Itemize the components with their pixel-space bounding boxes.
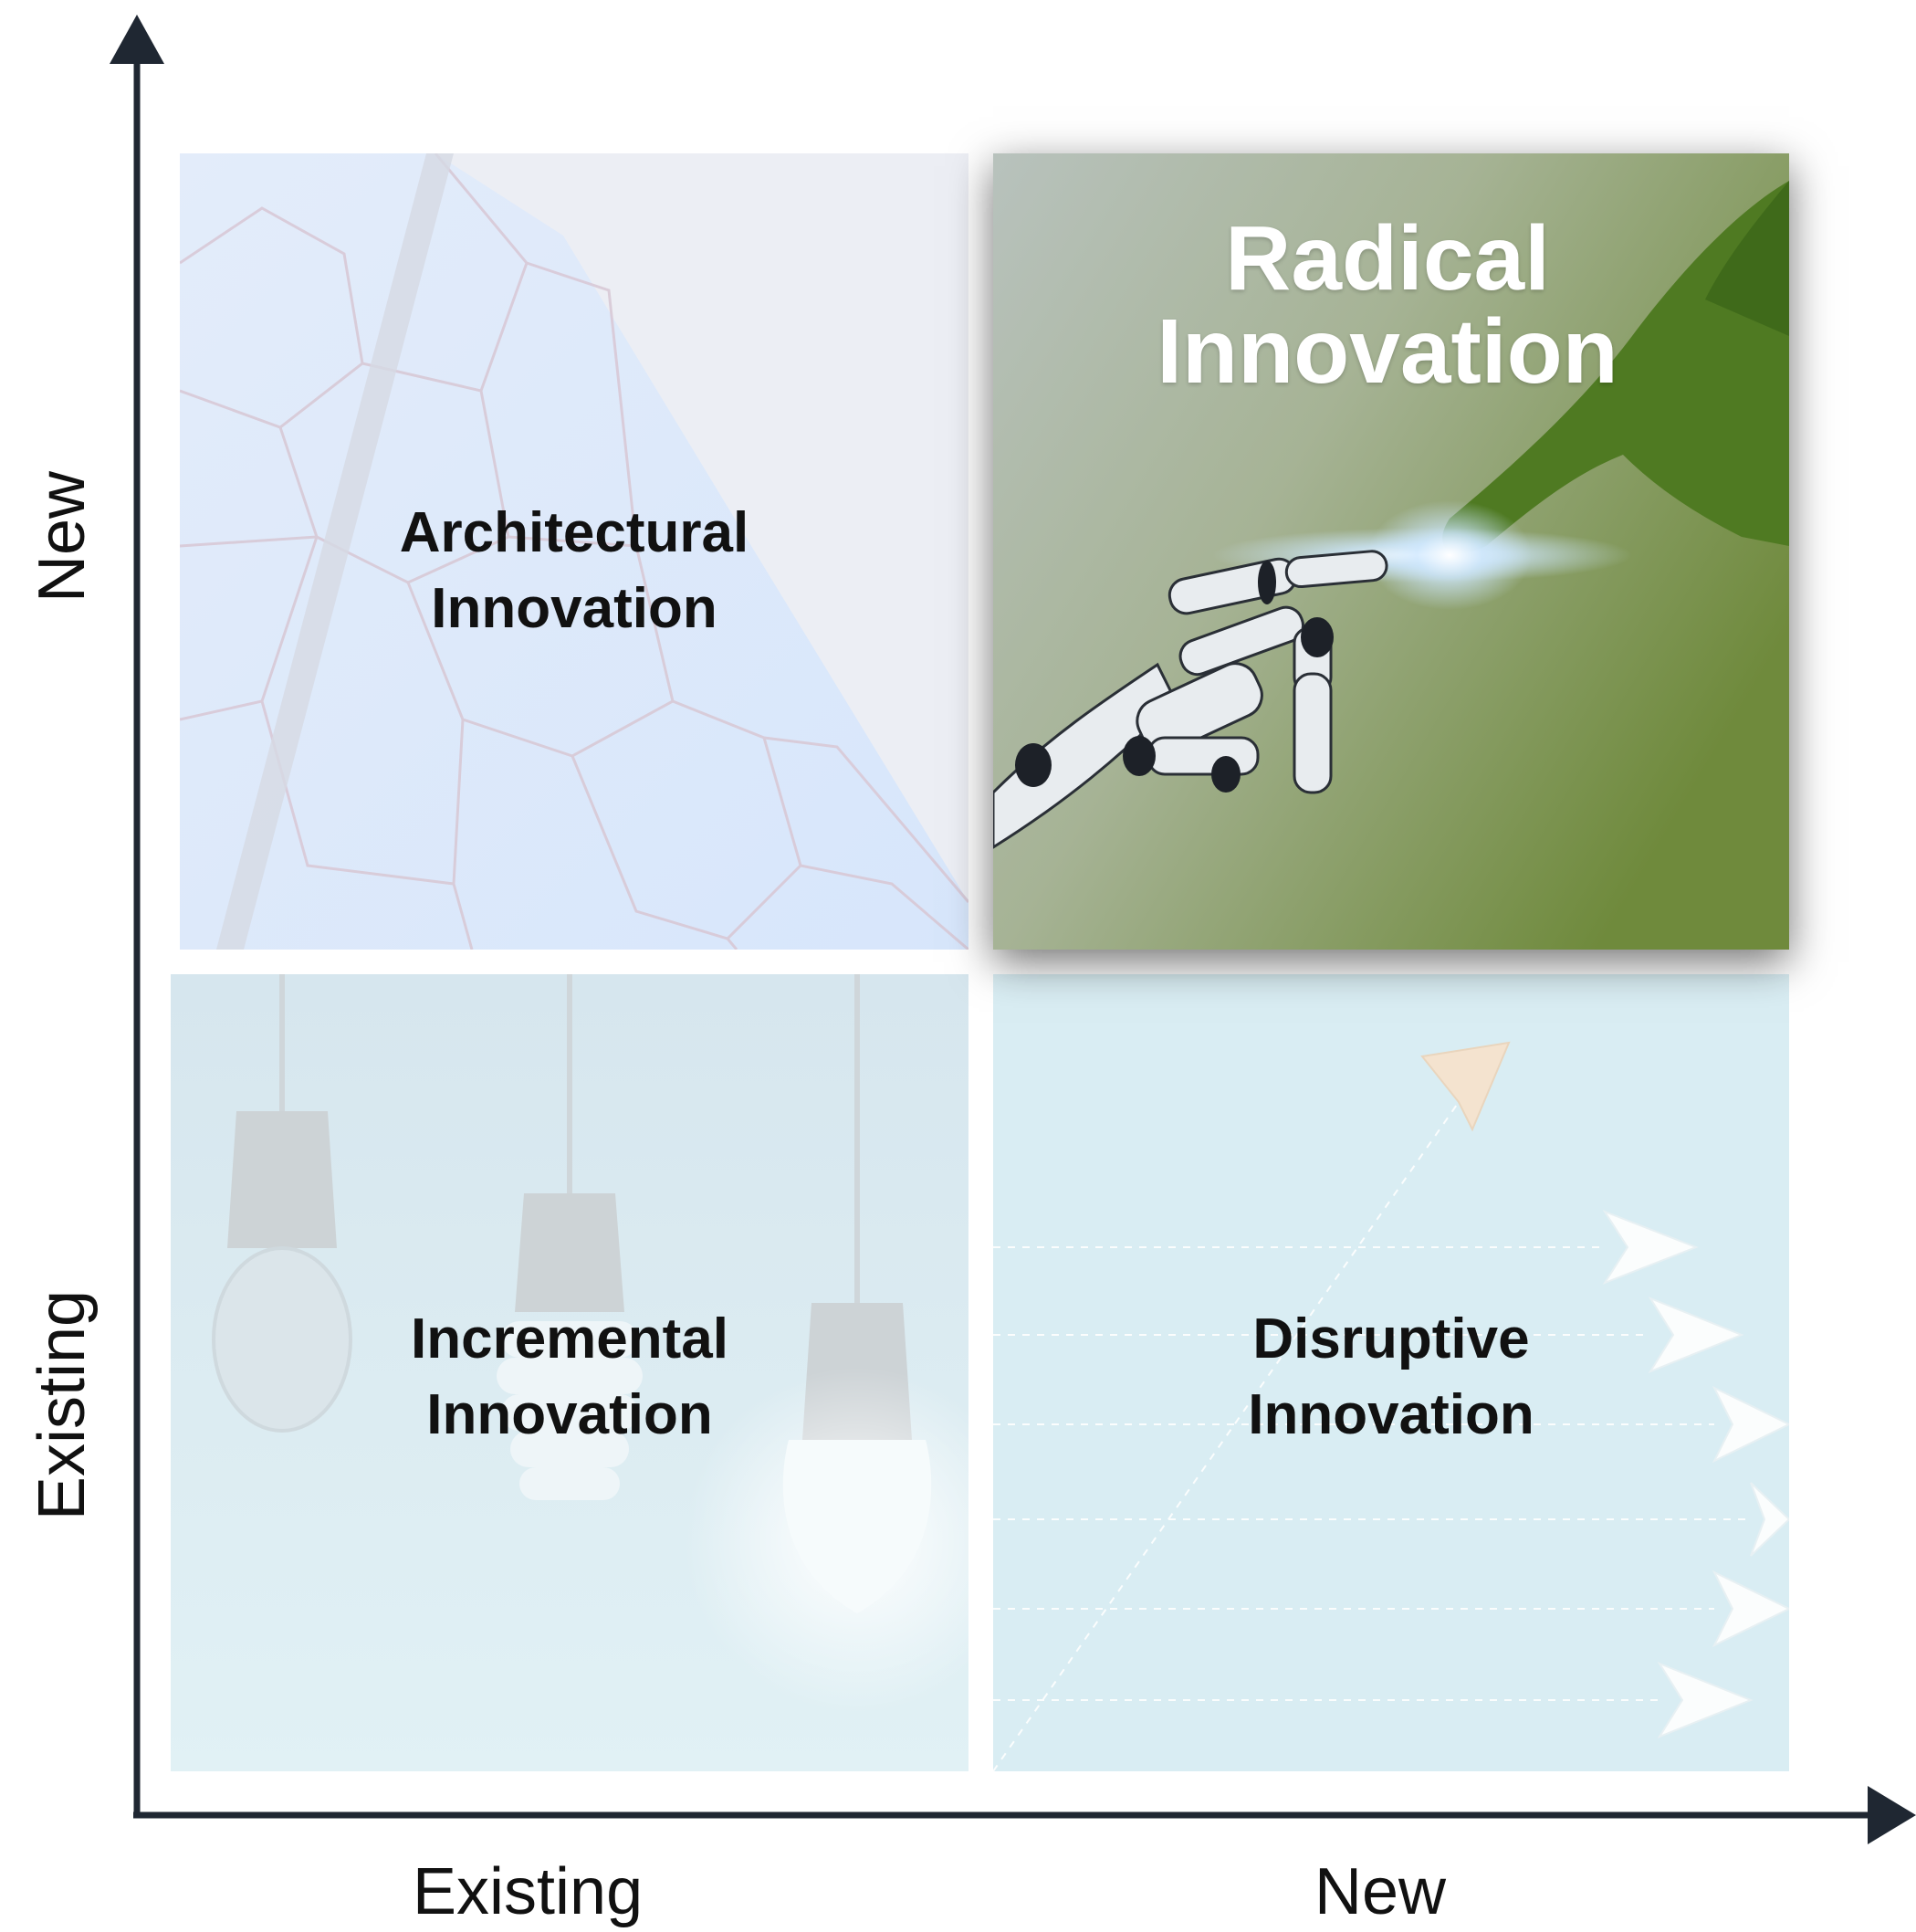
disruptive-innovation-line2: Innovation <box>1248 1383 1534 1446</box>
x-axis-label-new: New <box>1314 1855 1447 1928</box>
incremental-innovation-title: Incremental Innovation <box>171 1301 968 1453</box>
y-axis-label-existing: Existing <box>26 1289 99 1521</box>
light-bulbs-image <box>171 974 968 1771</box>
x-axis-label-existing: Existing <box>413 1855 644 1928</box>
radical-innovation-line2: Innovation <box>1157 300 1618 403</box>
incremental-innovation-line2: Innovation <box>426 1383 713 1446</box>
quadrant-architectural-innovation: Architectural Innovation <box>180 153 968 950</box>
radical-innovation-line1: Radical <box>1225 207 1550 310</box>
geodesic-dome-image <box>180 153 968 950</box>
architectural-innovation-line2: Innovation <box>431 577 717 640</box>
architectural-innovation-line1: Architectural <box>399 501 749 564</box>
quadrant-disruptive-innovation: Disruptive Innovation <box>993 974 1789 1771</box>
robot-and-moss-hand-image <box>993 153 1789 950</box>
disruptive-innovation-title: Disruptive Innovation <box>993 1301 1789 1453</box>
incremental-innovation-line1: Incremental <box>410 1307 729 1370</box>
quadrant-radical-innovation: Radical Innovation <box>993 153 1789 950</box>
architectural-innovation-title: Architectural Innovation <box>180 495 968 646</box>
radical-innovation-title: Radical Innovation <box>993 212 1789 398</box>
paper-airplanes-image <box>993 974 1789 1771</box>
y-axis-arrowhead <box>110 15 164 64</box>
disruptive-innovation-line1: Disruptive <box>1252 1307 1530 1370</box>
y-axis-label-new: New <box>26 470 99 603</box>
x-axis-arrowhead <box>1868 1786 1916 1844</box>
quadrant-incremental-innovation: Incremental Innovation <box>171 974 968 1771</box>
